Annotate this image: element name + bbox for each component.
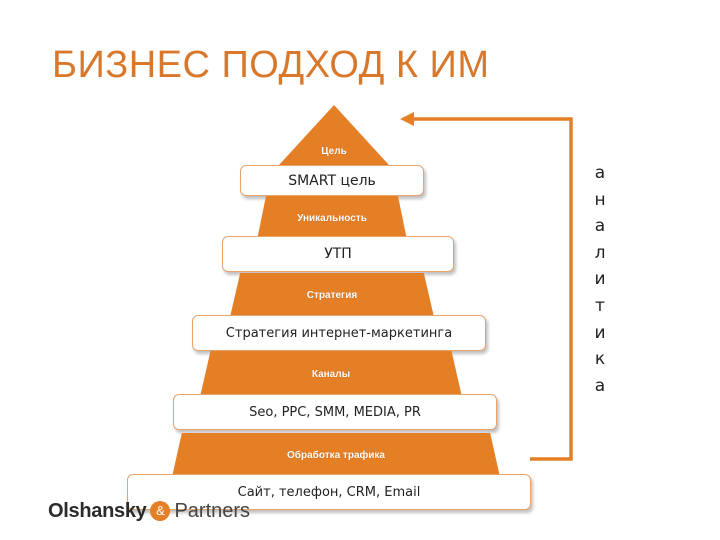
tier-strategy: Стратегия xyxy=(230,273,434,317)
tier-traffic-processing-label: Обработка трафика xyxy=(287,449,385,461)
analytics-letter: л xyxy=(594,242,606,263)
analytics-letter: и xyxy=(594,269,606,290)
tier-channels-label: Каналы xyxy=(311,368,351,380)
analytics-letter: т xyxy=(595,295,605,316)
analytics-letter: к xyxy=(594,349,606,370)
analytics-letter: а xyxy=(594,375,606,396)
tier-strategy-label: Стратегия xyxy=(306,289,358,301)
tier-channels: Каналы xyxy=(200,351,462,397)
analytics-letter: а xyxy=(594,163,606,183)
analytics-letter: н xyxy=(594,189,606,210)
company-logo: Olshansky&Partners xyxy=(48,500,250,523)
box-traffic-tools: Сайт, телефон, CRM, Email xyxy=(127,474,531,510)
tier-traffic-processing: Обработка трафика xyxy=(172,433,500,477)
analytics-letter: а xyxy=(594,216,606,237)
box-usp: УТП xyxy=(222,236,454,272)
tier-uniqueness: Уникальность xyxy=(257,196,407,240)
logo-partners: Partners xyxy=(174,500,251,522)
tier-goal-label: Цель xyxy=(321,146,347,157)
analytics-letter: и xyxy=(594,322,606,343)
box-smart-goal: SMART цель xyxy=(240,165,424,196)
logo-brand: Olshansky xyxy=(48,500,147,522)
logo-ampersand: & xyxy=(150,501,171,521)
box-channels-list: Seo, PPC, SMM, MEDIA, PR xyxy=(173,394,497,430)
analytics-vertical-label: а н а л и т и к а xyxy=(588,160,612,399)
tier-uniqueness-label: Уникальность xyxy=(297,212,367,224)
box-internet-marketing-strategy: Стратегия интернет-маркетинга xyxy=(192,315,486,351)
slide-title: БИЗНЕС ПОДХОД К ИМ xyxy=(52,44,490,86)
